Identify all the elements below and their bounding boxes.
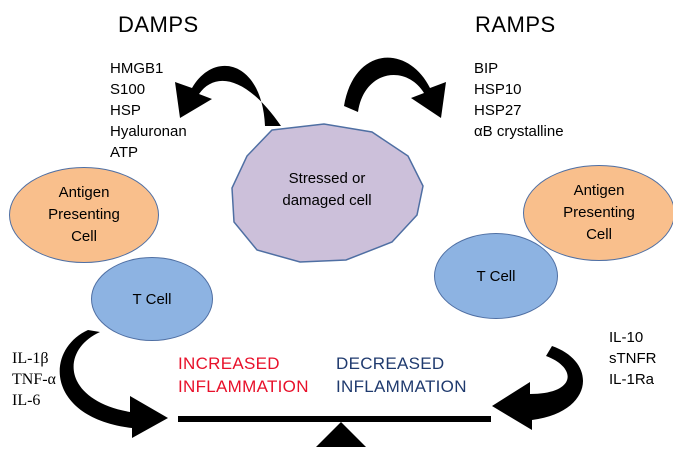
stressed-cell-label-line: damaged cell	[282, 192, 372, 209]
apc-label-line: Cell	[586, 226, 612, 243]
apc-label-line: Presenting	[48, 206, 120, 223]
ramps-item: HSP10	[474, 81, 522, 98]
apc-label-line: Cell	[71, 228, 97, 245]
apc-label-line: Antigen	[573, 182, 625, 199]
cytokine-item: sTNFR	[609, 350, 657, 367]
stressed-cell-shape	[231, 123, 424, 263]
damps-item: HSP	[110, 102, 141, 119]
t-cell-label: T Cell	[132, 290, 172, 308]
curved-arrow-right-to-balance	[492, 346, 584, 430]
anti-inflammatory-cytokines: IL-10 sTNFR IL-1Ra	[609, 327, 657, 390]
t-cell-label: T Cell	[476, 267, 516, 285]
left-antigen-presenting-cell: Antigen Presenting Cell	[9, 167, 159, 263]
ramps-item: BIP	[474, 60, 499, 77]
ramps-item: HSP27	[474, 102, 522, 119]
ramps-title: RAMPS	[475, 12, 556, 37]
balance-fulcrum	[316, 422, 366, 447]
increased-label-line: INFLAMMATION	[178, 377, 309, 396]
stressed-cell-label-line: Stressed or	[288, 170, 366, 187]
damps-item: HMGB1	[110, 60, 164, 77]
stressed-cell-label: Stressed or damaged cell	[262, 168, 392, 212]
decreased-label-line: INFLAMMATION	[336, 377, 467, 396]
cytokine-item: IL-1Ra	[609, 371, 655, 388]
right-antigen-presenting-cell: Antigen Presenting Cell	[523, 165, 673, 261]
damps-item: S100	[110, 81, 146, 98]
increased-label-line: INCREASED	[178, 354, 280, 373]
curved-arrow-to-damps	[175, 65, 281, 126]
pro-inflammatory-cytokines: IL-1β TNF-α IL-6	[12, 348, 56, 411]
cytokine-item: IL-10	[609, 329, 644, 346]
decreased-label-line: DECREASED	[336, 354, 445, 373]
damps-list: HMGB1 S100 HSP Hyaluronan ATP	[110, 58, 187, 163]
left-t-cell: T Cell	[91, 257, 213, 341]
cytokine-item: TNF-α	[12, 371, 56, 388]
decreased-inflammation-label: DECREASED INFLAMMATION	[336, 352, 467, 398]
ramps-list: BIP HSP10 HSP27 αB crystalline	[474, 58, 564, 142]
apc-label-line: Presenting	[563, 204, 635, 221]
cytokine-item: IL-6	[12, 392, 41, 409]
right-t-cell: T Cell	[434, 233, 558, 319]
balance-beam	[178, 416, 491, 422]
damps-title: DAMPS	[118, 12, 199, 37]
curved-arrow-to-ramps	[344, 57, 446, 118]
increased-inflammation-label: INCREASED INFLAMMATION	[178, 352, 309, 398]
apc-label-line: Antigen	[58, 184, 110, 201]
ramps-item: αB crystalline	[474, 123, 564, 140]
damps-item: Hyaluronan	[110, 123, 187, 140]
cytokine-item: IL-1β	[12, 350, 49, 367]
damps-item: ATP	[110, 144, 139, 161]
curved-arrow-left-to-balance	[59, 330, 168, 438]
